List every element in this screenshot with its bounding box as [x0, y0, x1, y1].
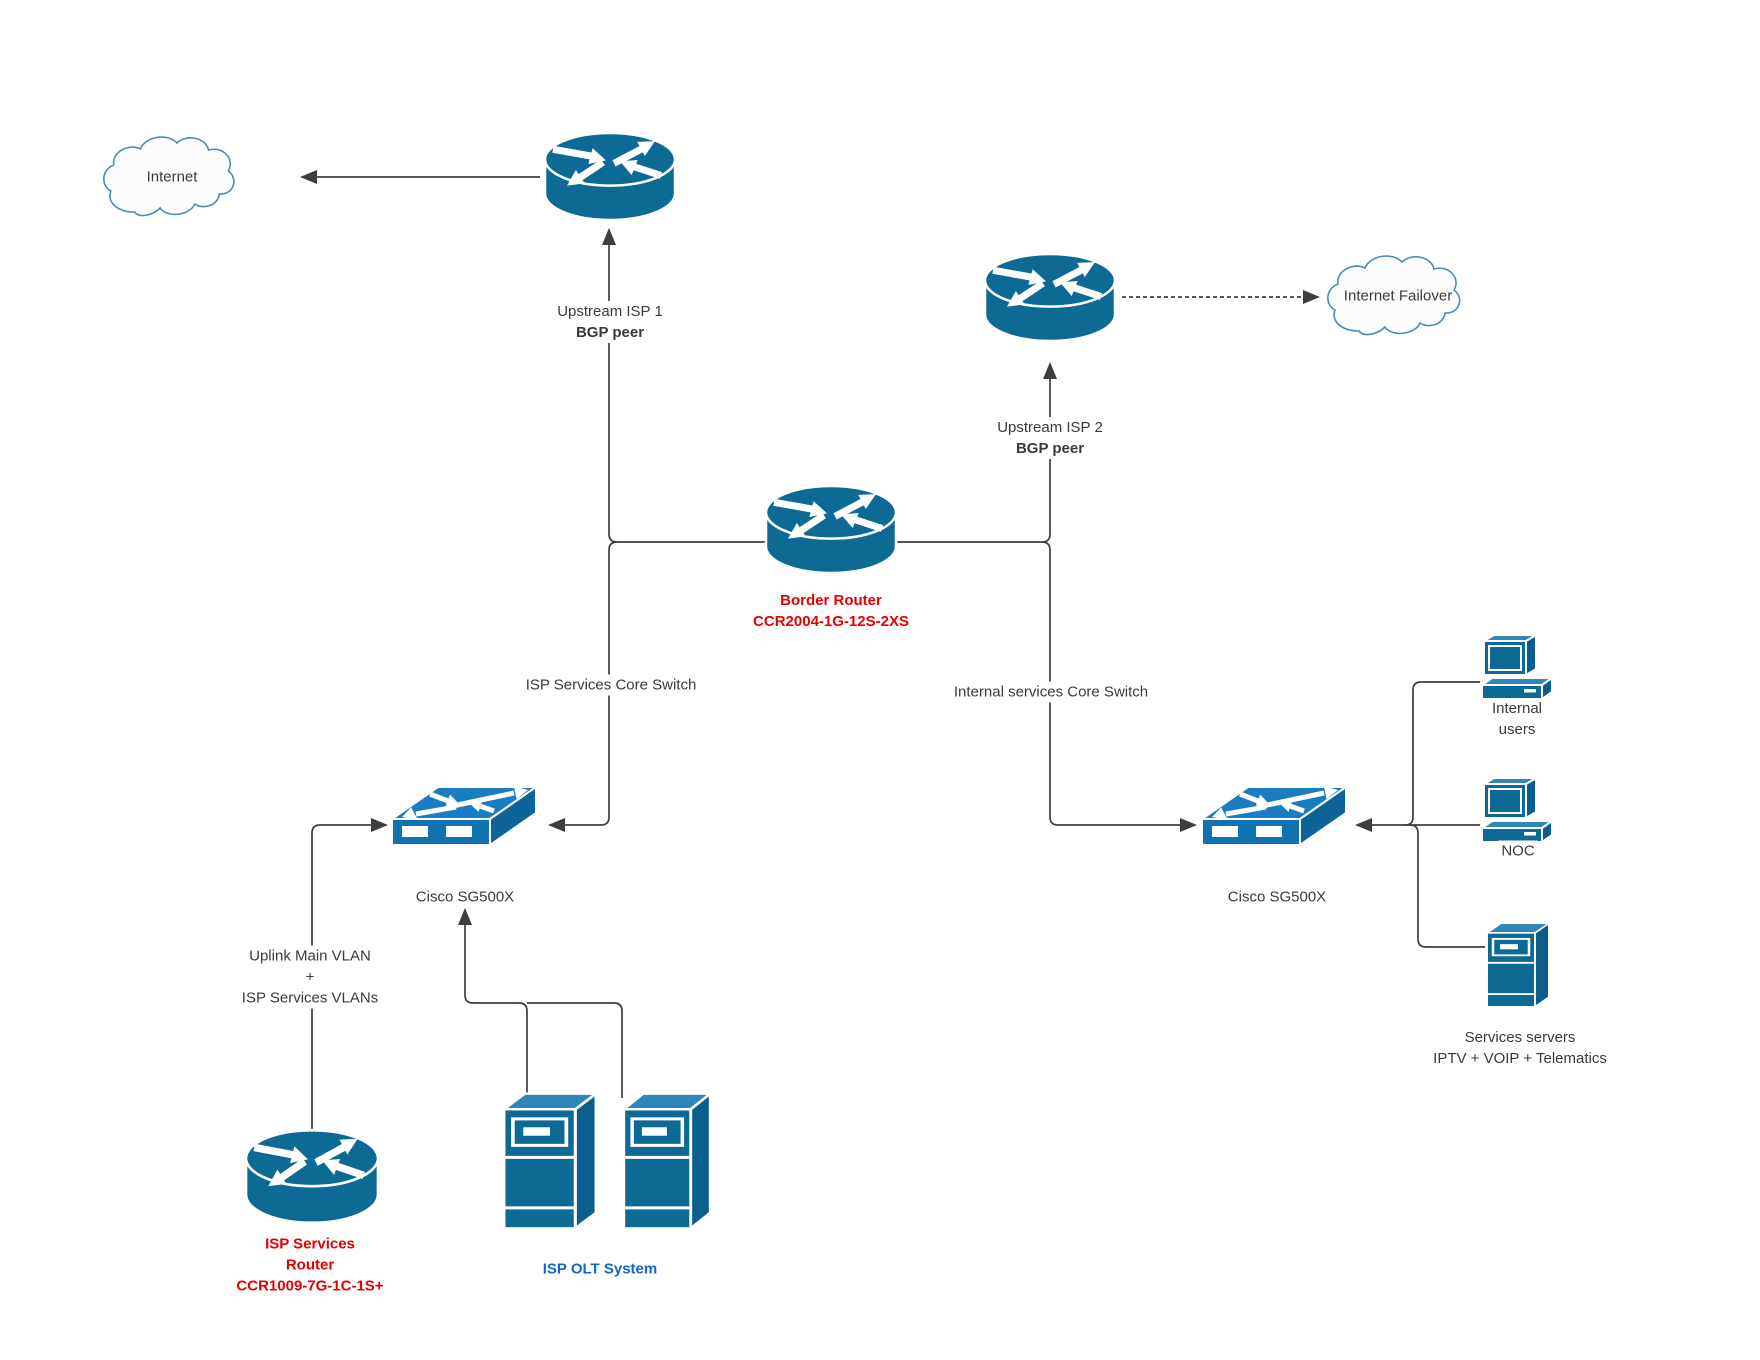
internal-core-switch-caption-text: Internal services Core Switch: [950, 681, 1152, 703]
internal-core-switch-model: Cisco SG500X: [1224, 886, 1330, 908]
connector-internal-users-branch: [1404, 681, 1480, 826]
upstream-isp1-label: Upstream ISP 1 BGP peer: [554, 301, 666, 343]
connector-services-servers-branch: [1409, 824, 1485, 948]
upstream-isp2-label: Upstream ISP 2 BGP peer: [994, 417, 1106, 459]
olt-system-label-text: ISP OLT System: [539, 1258, 661, 1280]
arrowhead-olt-to-switch: [458, 908, 472, 925]
isp-services-router-line1: ISP Services: [262, 1233, 358, 1255]
uplink-note-line3: ISP Services VLANs: [238, 987, 382, 1009]
internet-failover-cloud-label: Internet Failover: [1343, 287, 1453, 305]
isp-services-router-icon: [241, 1127, 383, 1226]
isp-core-switch-caption: ISP Services Core Switch: [522, 674, 700, 696]
border-router-model: CCR2004-1G-12S-2XS: [750, 611, 912, 632]
uplink-vlan-note: Uplink Main VLAN + ISP Services VLANs: [238, 945, 382, 1009]
arrowhead-to-isp1: [602, 228, 616, 245]
upstream-isp2-name: Upstream ISP 2: [994, 417, 1106, 438]
connector-border-to-right-switch: [1041, 541, 1181, 826]
border-router-icon: [761, 483, 901, 576]
connector-border-to-isp2: [1041, 378, 1051, 543]
connector-ispsrouter-to-left-switch: [311, 824, 372, 1130]
noc-pc-icon: [1480, 778, 1554, 844]
border-router-name: Border Router: [777, 590, 885, 611]
upstream-isp1-bgp: BGP peer: [572, 322, 648, 343]
internal-core-switch-icon: [1200, 783, 1350, 847]
internal-users-line2: users: [1495, 719, 1539, 740]
services-servers-label: Services servers IPTV + VOIP + Telematic…: [1430, 1027, 1610, 1069]
upstream-isp1-name: Upstream ISP 1: [554, 301, 666, 322]
noc-label-text: NOC: [1498, 840, 1538, 862]
arrowhead-to-isp2: [1043, 362, 1057, 379]
arrowhead-uplink-to-switch: [371, 818, 388, 832]
arrowhead-to-internet: [300, 170, 317, 184]
internal-users-line1: Internal: [1488, 698, 1546, 719]
uplink-note-line2: +: [302, 966, 318, 988]
arrowhead-to-left-switch: [548, 818, 565, 832]
services-servers-line2: IPTV + VOIP + Telematics: [1430, 1048, 1610, 1069]
internal-users-pc-icon: [1480, 635, 1554, 701]
isp-core-switch-label: Cisco SG500X: [412, 886, 518, 908]
arrowhead-devices-to-right-switch: [1355, 818, 1372, 832]
internal-users-label: Internal users: [1488, 698, 1546, 740]
services-server-icon: [1485, 921, 1551, 1009]
isp-services-router-line2: Router: [282, 1254, 338, 1276]
olt-server-1-icon: [501, 1090, 599, 1232]
upstream-isp2-bgp: BGP peer: [1012, 438, 1088, 459]
connector-border-to-isp1: [608, 244, 618, 543]
connector-olt1-to-left-switch: [464, 924, 528, 1098]
uplink-note-line1: Uplink Main VLAN: [246, 945, 374, 967]
connector-border-to-left-switch: [564, 541, 618, 826]
isp-services-router-model: CCR1009-7G-1C-1S+: [233, 1275, 387, 1297]
upstream-isp1-router-icon: [540, 130, 680, 223]
noc-label: NOC: [1498, 840, 1538, 862]
isp-core-switch-caption-text: ISP Services Core Switch: [522, 674, 700, 696]
internal-core-switch-caption: Internal services Core Switch: [950, 681, 1152, 703]
isp-core-switch-model: Cisco SG500X: [412, 886, 518, 908]
olt-system-label: ISP OLT System: [539, 1258, 661, 1280]
services-servers-line1: Services servers: [1461, 1027, 1579, 1048]
connector-olt2-branch: [527, 1002, 623, 1098]
isp-services-router-label: ISP Services Router CCR1009-7G-1C-1S+: [233, 1233, 387, 1297]
isp-core-switch-icon: [390, 783, 540, 847]
arrowhead-to-right-switch: [1180, 818, 1197, 832]
upstream-isp2-router-icon: [980, 251, 1120, 344]
arrowhead-to-failover: [1303, 290, 1320, 304]
internet-cloud-label: Internet: [146, 168, 198, 186]
internal-core-switch-label: Cisco SG500X: [1224, 886, 1330, 908]
border-router-label: Border Router CCR2004-1G-12S-2XS: [750, 590, 912, 632]
olt-server-2-icon: [621, 1090, 713, 1232]
